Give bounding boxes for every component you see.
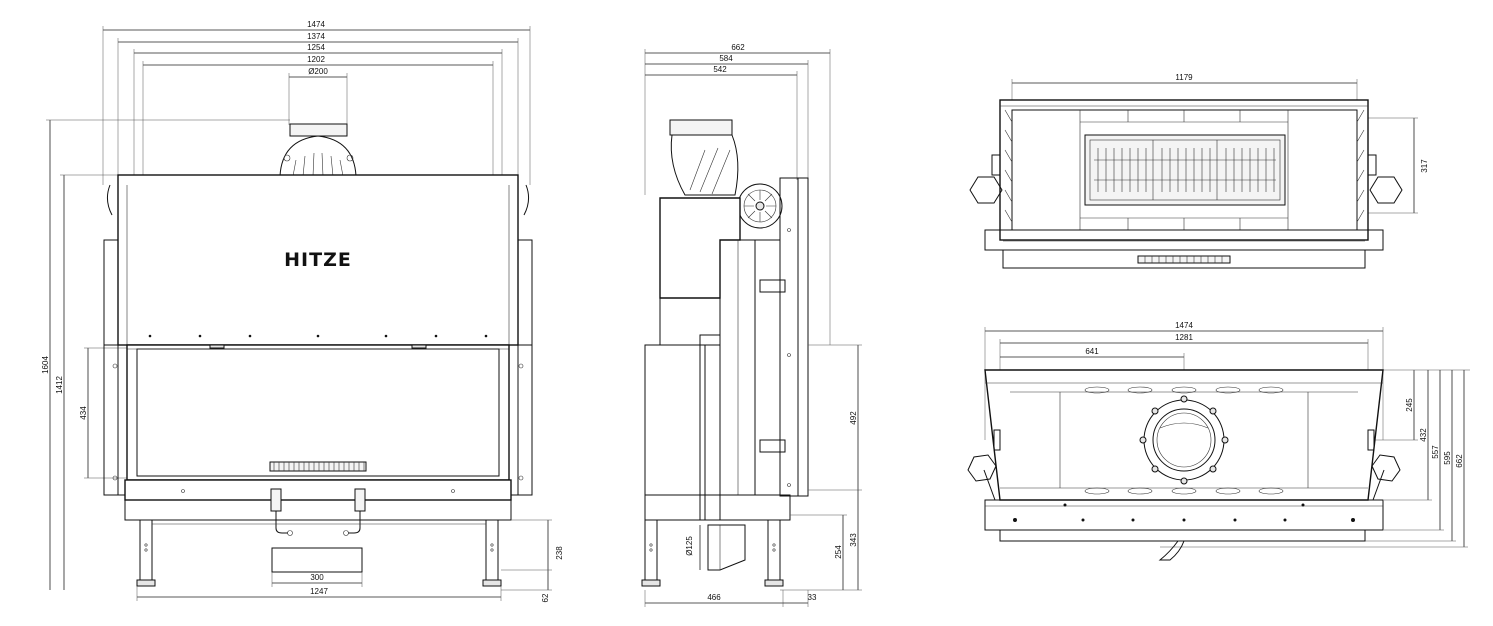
dim-1281: 1281 [1175,333,1193,342]
dim-542: 542 [713,65,727,74]
dim-343: 343 [849,533,858,547]
side-top-dimensions: 662 584 542 [644,43,831,345]
side-upper-body [659,197,741,299]
front-air-grille [269,461,367,472]
top-knob-left [969,176,1003,204]
top-air-grille [1137,255,1231,264]
dim-1202: 1202 [307,55,325,64]
dim-492: 492 [849,411,858,425]
top-knob-right [1369,176,1403,204]
front-view: 1474 1374 1254 1202 Ø200 1604 1 [41,20,564,602]
dim-diameter-125: Ø125 [685,536,694,556]
dim-238: 238 [555,546,564,560]
bottom-view: 1474 1281 641 245 432 557 595 662 [967,321,1470,561]
dim-595: 595 [1443,451,1452,465]
dim-diameter-200: Ø200 [308,67,328,76]
top-grate [1084,134,1286,206]
front-upper-panel [117,174,519,346]
front-rivets [148,334,488,338]
side-dimensions: 492 343 254 Ø125 466 33 [644,344,862,607]
top-view: 1179 317 [969,73,1429,269]
side-view: 662 584 542 [641,43,862,607]
front-ash-handles [270,488,366,536]
dim-641: 641 [1085,347,1099,356]
dim-1374: 1374 [307,32,325,41]
dim-300: 300 [310,573,324,582]
front-base-plate [124,479,512,501]
dim-434: 434 [79,406,88,420]
dim-1474: 1474 [307,20,325,29]
side-door-panel [719,239,756,496]
bottom-door-strip [984,499,1384,531]
dim-1247: 1247 [310,587,328,596]
dim-245: 245 [1405,398,1414,412]
hitze-logo: HITZE [284,249,352,271]
front-flue-collar [279,123,357,177]
dim-1604: 1604 [41,356,50,374]
dim-317: 317 [1420,159,1429,173]
dim-557: 557 [1431,445,1440,459]
side-air-inlet [707,524,746,571]
side-flue-elbow [669,119,739,196]
dim-1179: 1179 [1175,73,1193,82]
dim-62: 62 [541,593,550,602]
front-ash-box [271,547,363,573]
front-bottom-dimensions: 300 1247 238 62 [136,519,564,602]
side-fan [737,183,783,229]
dim-1254: 1254 [307,43,325,52]
dim-254: 254 [834,545,843,559]
dim-1474-bottom: 1474 [1175,321,1193,330]
front-left-dimensions: 1604 1412 434 [41,119,290,590]
bottom-flue-outlet [1139,395,1229,485]
bottom-pull-tab [1158,540,1185,561]
top-dimensions: 1179 317 [1011,73,1429,214]
bottom-knobs [967,429,1401,501]
dim-1412: 1412 [55,376,64,394]
bottom-air-holes [1084,386,1284,495]
front-door-frame [126,344,510,481]
dim-432: 432 [1419,428,1428,442]
dim-584: 584 [719,54,733,63]
dim-662-bottom: 662 [1455,454,1464,468]
dim-662: 662 [731,43,745,52]
dim-33: 33 [808,593,817,602]
dim-466: 466 [707,593,721,602]
bottom-dimensions: 1474 1281 641 245 432 557 595 662 [984,321,1470,548]
